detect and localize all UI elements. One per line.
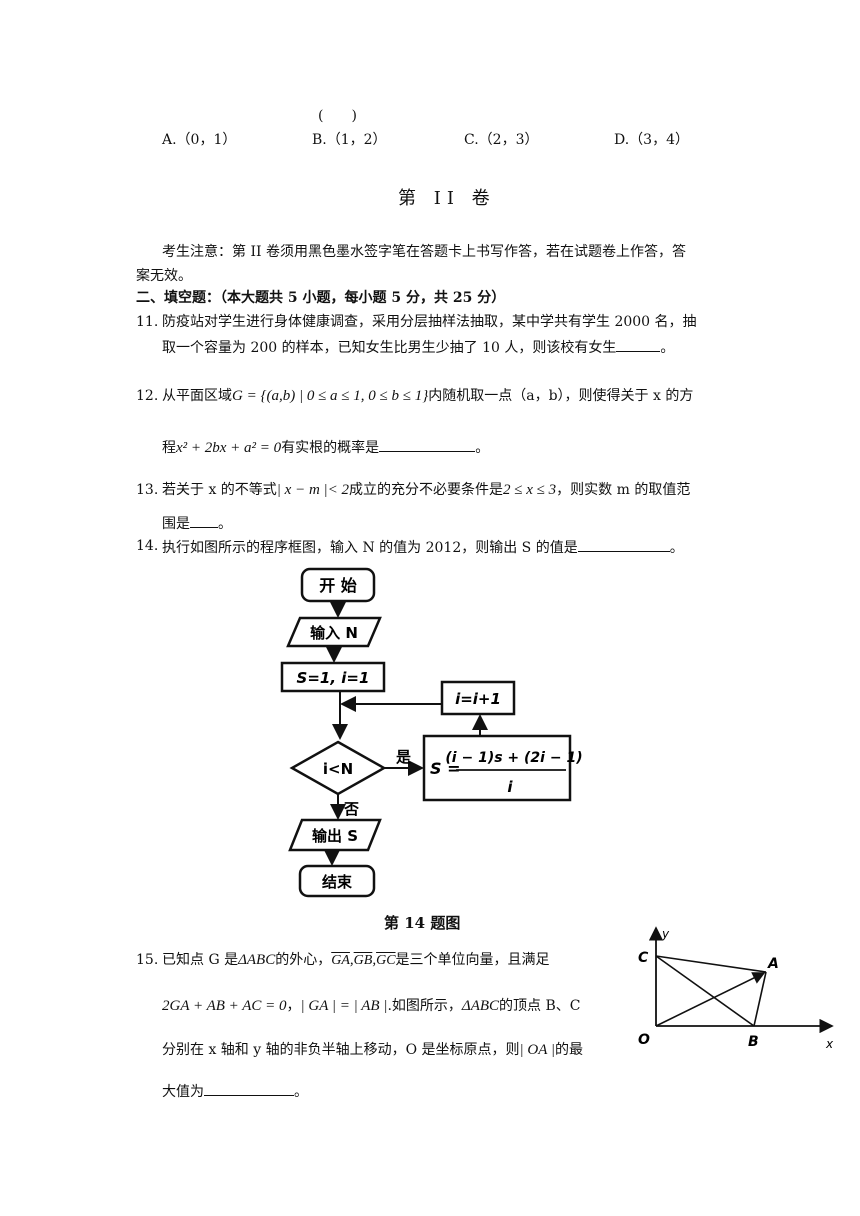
q15-number: 15. xyxy=(136,952,159,968)
option-b: B.（1，2） xyxy=(312,132,387,148)
q13-inequality: | x − m |< 2 xyxy=(276,482,350,498)
q12-equation: x² + 2bx + a² = 0 xyxy=(176,440,282,456)
q13-mid: 成立的充分不必要条件是 xyxy=(349,482,504,498)
q15-l4: 大值为 xyxy=(162,1084,204,1100)
flow-condition-label: i<N xyxy=(323,760,353,778)
q13-post: ，则实数 m 的取值范 xyxy=(556,482,691,498)
q11-line-1: 防疫站对学生进行身体健康调查，采用分层抽样法抽取，某中学共有学生 2000 名，… xyxy=(162,314,697,330)
q12-number: 12. xyxy=(136,388,159,404)
flow-formula-box xyxy=(422,734,572,802)
q15-equation-1: 2GA + AB + AC = 0 xyxy=(162,998,287,1014)
flow-increment-label: i=i+1 xyxy=(455,690,501,708)
option-d: D.（3，4） xyxy=(614,132,689,148)
q15-vector-gb: GB xyxy=(353,953,373,968)
q15-blank xyxy=(204,1080,294,1096)
flow-end-label: 结束 xyxy=(322,873,353,891)
q15-vector-ga: GA xyxy=(331,953,350,968)
q12-l2-pre: 程 xyxy=(162,440,176,456)
q15-vector-oa: | OA | xyxy=(519,1042,556,1058)
segment-cb xyxy=(655,955,755,1027)
q14-end: 。 xyxy=(669,540,684,556)
flow-output-box xyxy=(288,818,382,852)
part-heading: 二、填空题：（本大题共 5 小题，每小题 5 分，共 25 分） xyxy=(136,290,506,306)
q15-equation-2: | GA | = | AB | xyxy=(300,998,388,1014)
notice-line-1: 考生注意：第 II 卷须用黑色墨水签字笔在答题卡上书写作答，若在试题卷上作答，答 xyxy=(162,244,686,260)
label-o: O xyxy=(638,1032,650,1048)
q15-figure: y x C A O B xyxy=(638,926,834,1051)
q14-number: 14. xyxy=(136,538,159,554)
answer-paren: ( ) xyxy=(318,108,357,124)
q11-number: 11. xyxy=(136,314,159,330)
label-a: A xyxy=(767,956,779,972)
q15-l2c: 的顶点 B、C xyxy=(499,998,581,1014)
flow-output-label: 输出 S xyxy=(312,827,358,845)
q12-blank xyxy=(379,436,476,452)
q15-l2b: .如图所示， xyxy=(387,998,462,1014)
label-x: x xyxy=(825,1037,834,1051)
q13-l2: 围是 xyxy=(162,516,190,532)
q14-line: 执行如图所示的程序框图，输入 N 的值为 2012，则输出 S 的值是 。 xyxy=(162,536,684,558)
q13-number: 13. xyxy=(136,482,159,498)
q11-line-2: 取一个容量为 200 的样本，已知女生比男生少抽了 10 人，则该校有女生 。 xyxy=(162,336,674,358)
q15-l3: 分别在 x 轴和 y 轴的非负半轴上移动，O 是坐标原点，则 xyxy=(162,1042,520,1058)
q15-triangle: ΔABC xyxy=(238,952,276,968)
q12-pre: 从平面区域 xyxy=(162,388,232,404)
q15-line-2: 2GA + AB + AC = 0，| GA | = | AB |.如图所示，Δ… xyxy=(162,998,581,1014)
q12-line-1: 从平面区域G = {(a,b) | 0 ≤ a ≤ 1, 0 ≤ b ≤ 1}内… xyxy=(162,386,693,406)
q14-blank xyxy=(577,536,670,552)
segment-oa xyxy=(655,972,766,1027)
q15-end: 。 xyxy=(294,1084,308,1100)
q15-l1b: 的外心， xyxy=(275,952,332,968)
option-a: A.（0，1） xyxy=(162,132,237,148)
segment-ca xyxy=(655,955,767,973)
q11-text: 取一个容量为 200 的样本，已知女生比男生少抽了 10 人，则该校有女生 xyxy=(162,340,617,356)
flow-no-label: 否 xyxy=(343,800,359,818)
q15-line-1: 已知点 G 是ΔABC的外心，GA,GB,GC是三个单位向量，且满足 xyxy=(162,952,550,968)
flow-formula-lhs: S = xyxy=(430,759,461,778)
section-title: 第 II 卷 xyxy=(398,188,496,209)
q15-line-3: 分别在 x 轴和 y 轴的非负半轴上移动，O 是坐标原点，则| OA |的最 xyxy=(162,1040,583,1060)
q11-end: 。 xyxy=(660,340,675,356)
flow-init-label: S=1, i=1 xyxy=(297,669,370,687)
q15-vector-gc: GC xyxy=(376,953,396,968)
q12-line-2: 程x² + 2bx + a² = 0有实根的概率是 。 xyxy=(162,436,489,458)
q12-end: 。 xyxy=(475,440,490,456)
q13-pre: 若关于 x 的不等式 xyxy=(162,482,277,498)
q14-text: 执行如图所示的程序框图，输入 N 的值为 2012，则输出 S 的值是 xyxy=(162,540,578,556)
flow-start-label: 开 始 xyxy=(319,576,357,595)
flowchart: 开 始 输入 N S=1, i=1 i=i+1 i<N 是 S = (i − 1… xyxy=(280,567,583,898)
flow-formula-numerator: (i − 1)s + (2i − 1) xyxy=(445,750,582,766)
segment-ab xyxy=(753,971,767,1027)
q12-post: 内随机取一点（a，b），则使得关于 x 的方 xyxy=(428,388,694,404)
q13-blank xyxy=(190,512,218,528)
label-c: C xyxy=(638,950,649,966)
flow-end-box xyxy=(298,864,376,898)
q13-end: 。 xyxy=(218,516,232,532)
flow-init-box xyxy=(280,661,386,693)
q13-line-2: 围是 。 xyxy=(162,512,232,534)
notice-line-2: 案无效。 xyxy=(136,268,192,284)
q13-line-1: 若关于 x 的不等式| x − m |< 2成立的充分不必要条件是2 ≤ x ≤… xyxy=(162,480,690,500)
q15-l3-end: 的最 xyxy=(555,1042,584,1058)
q14-caption: 第 14 题图 xyxy=(384,914,461,932)
flow-yes-label: 是 xyxy=(395,748,412,766)
q12-set: G = {(a,b) | 0 ≤ a ≤ 1, 0 ≤ b ≤ 1} xyxy=(232,388,429,404)
label-y: y xyxy=(661,927,670,941)
q15-l1a: 已知点 G 是 xyxy=(162,952,239,968)
label-b: B xyxy=(748,1034,759,1050)
flow-input-box xyxy=(286,616,382,648)
q15-triangle-2: ΔABC xyxy=(461,998,500,1014)
q15-line-4: 大值为 。 xyxy=(162,1080,308,1102)
q13-condition: 2 ≤ x ≤ 3 xyxy=(503,482,557,498)
q12-l2-post: 有实根的概率是 xyxy=(281,440,380,456)
flow-input-label: 输入 N xyxy=(310,624,358,642)
q15-l1c: 是三个单位向量，且满足 xyxy=(395,952,550,968)
flow-formula-denominator: i xyxy=(507,778,513,796)
option-c: C.（2，3） xyxy=(464,132,539,148)
q11-blank xyxy=(616,336,661,352)
